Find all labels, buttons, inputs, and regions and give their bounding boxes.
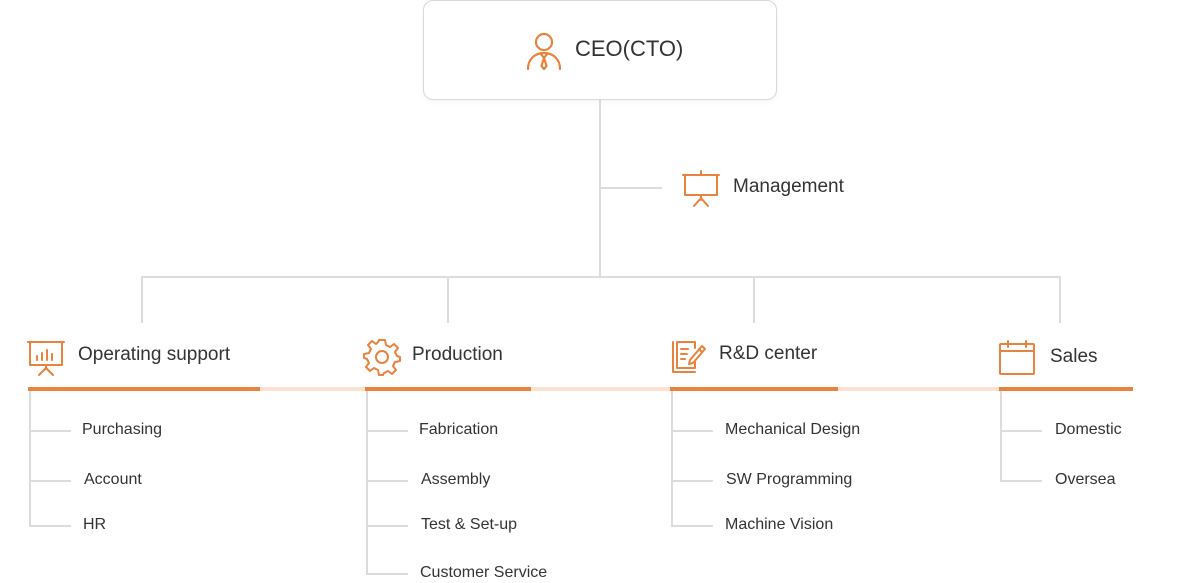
list-item: Purchasing (82, 421, 163, 438)
subtree-branch-line (29, 525, 71, 527)
department-underline-operating-support (28, 387, 260, 391)
document-pen-icon (672, 341, 706, 373)
divider-bar (28, 387, 1133, 391)
subtree-branch-line (366, 525, 408, 527)
list-item: Account (84, 471, 142, 488)
department-bus-line (141, 276, 1061, 278)
subtree-branch-line (1000, 430, 1042, 432)
chart-board-icon (27, 341, 65, 376)
department-label-rd-center: R&D center (719, 343, 818, 364)
ceo-node: CEO(CTO) (423, 0, 777, 100)
person-tie-icon (526, 32, 562, 71)
department-drop-line (447, 277, 449, 323)
subtree-trunk-line (29, 391, 31, 527)
subtree-branch-line (366, 430, 408, 432)
subtree-branch-line (366, 480, 408, 482)
subtree-trunk-line (366, 391, 368, 575)
gear-icon (363, 339, 401, 376)
department-drop-line (141, 277, 143, 323)
list-item: Oversea (1055, 471, 1116, 488)
list-item: Assembly (421, 471, 491, 488)
list-item: Customer Service (420, 564, 548, 581)
subtree-branch-line (1000, 480, 1042, 482)
department-underline-sales (999, 387, 1133, 391)
subtree-branch-line (366, 573, 408, 575)
subtree-branch-line (671, 430, 713, 432)
department-drop-line (753, 277, 755, 323)
list-item: SW Programming (726, 471, 853, 488)
presentation-board-icon (682, 170, 720, 207)
subtree-branch-line (671, 480, 713, 482)
department-drop-line (1059, 277, 1061, 323)
list-item: Fabrication (419, 421, 499, 438)
list-item: Machine Vision (725, 516, 834, 533)
subtree-branch-line (29, 430, 71, 432)
department-label-sales: Sales (1050, 346, 1098, 367)
subtree-trunk-line (671, 391, 673, 527)
subtree-branch-line (29, 480, 71, 482)
list-item: HR (83, 516, 107, 533)
list-item: Domestic (1055, 421, 1122, 438)
department-label-operating-support: Operating support (78, 344, 231, 365)
management-connector-line (600, 187, 662, 189)
ceo-title: CEO(CTO) (575, 36, 684, 61)
department-label-production: Production (412, 344, 503, 365)
management-label: Management (733, 176, 844, 197)
list-item: Test & Set-up (421, 516, 518, 533)
list-item: Mechanical Design (725, 421, 861, 438)
subtree-trunk-line (1000, 391, 1002, 482)
department-underline-rd-center (670, 387, 838, 391)
calendar-icon (999, 340, 1035, 375)
subtree-branch-line (671, 525, 713, 527)
department-underline-production (365, 387, 531, 391)
